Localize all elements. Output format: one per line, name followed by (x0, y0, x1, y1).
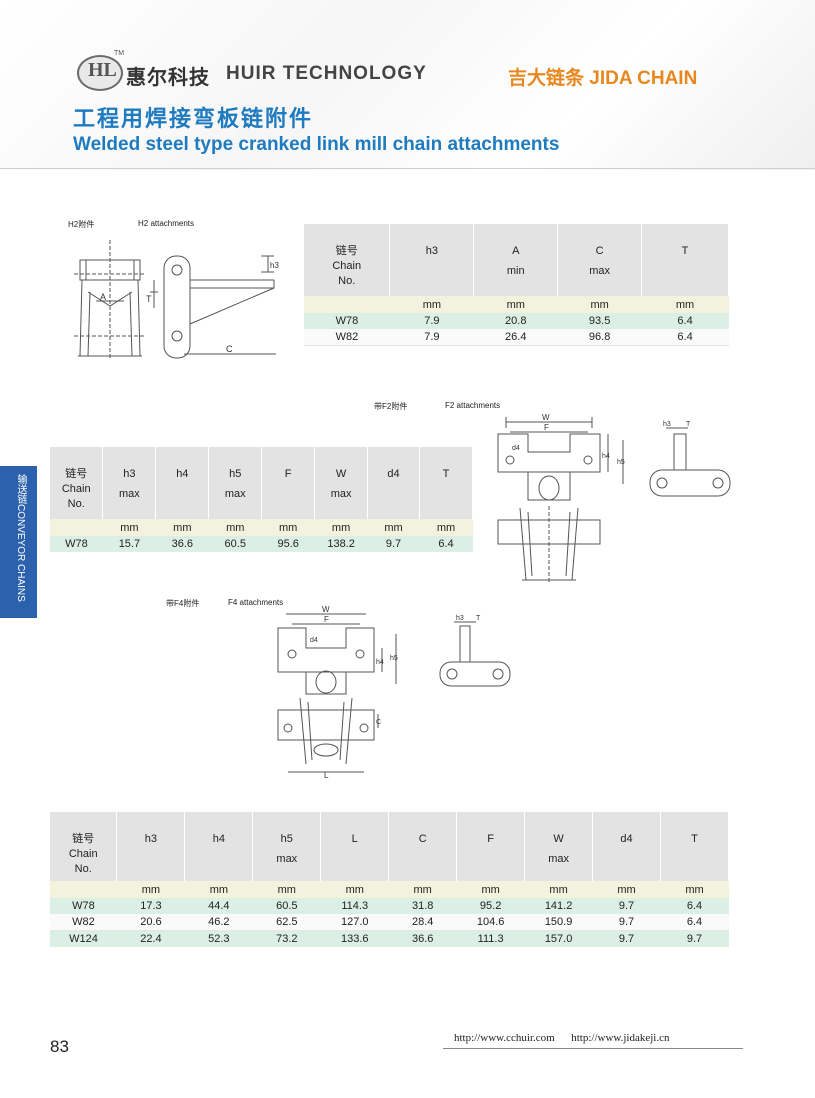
f4-drawing: W F d4 h4 h5 C L h3 T (277, 605, 511, 780)
f2-caption-cn: 带F2附件 (374, 402, 408, 411)
f4-label-d4: d4 (310, 637, 318, 644)
page-title-cn: 工程用焊接弯板链附件 (73, 106, 314, 131)
f4-label-L: L (324, 771, 329, 780)
h2-caption-en: H2 attachments (138, 219, 195, 228)
f2-label-h3: h3 (663, 421, 671, 428)
f4-col-c: C (388, 812, 458, 881)
f2-drawing: W F d4 h4 h5 h3 T (497, 413, 731, 584)
f2-label-d4: d4 (512, 445, 520, 452)
sidebar-label: 输送链CONVEYOR CHAINS (15, 474, 26, 602)
f4-col-l: L (320, 812, 390, 881)
f4-label-W: W (322, 605, 330, 614)
f2-col-f: F (261, 447, 316, 519)
f2-label-h5: h5 (617, 459, 625, 466)
f2-col-h4: h4 (155, 447, 210, 519)
h2-caption-cn: H2附件 (68, 220, 95, 229)
label-C: C (226, 344, 233, 354)
brand-name-en: HUIR TECHNOLOGY (226, 63, 427, 84)
f2-label-F: F (544, 423, 549, 432)
f2-label-T: T (686, 421, 691, 428)
footer-url-1[interactable]: http://www.cchuir.com (454, 1032, 555, 1044)
logo-text: HL (88, 59, 117, 81)
f2-col-d4: d4 (367, 447, 420, 519)
f4-col-f: F (456, 812, 526, 881)
h2-col-h3: h3 (389, 224, 475, 296)
brand-name-cn: 惠尔科技 (126, 67, 210, 89)
h2-drawing: A T C h3 (74, 240, 279, 359)
f4-col-h3: h3 (116, 812, 186, 881)
trademark: TM (114, 50, 125, 57)
f4-caption-en: F4 attachments (228, 598, 284, 607)
header-divider (0, 168, 815, 169)
f4-label-h5: h5 (390, 655, 398, 662)
f4-caption-cn: 带F4附件 (166, 599, 200, 608)
page-title-en: Welded steel type cranked link mill chai… (73, 134, 560, 155)
f2-col-t: T (419, 447, 474, 519)
f4-label-C: C (376, 719, 381, 726)
f2-label-W: W (542, 413, 550, 422)
footer-urls: http://www.cchuir.com http://www.jidakej… (454, 1032, 670, 1044)
f4-label-F: F (324, 615, 329, 624)
f4-label-T: T (476, 615, 481, 622)
f4-col-t: T (660, 812, 729, 881)
h2-col-t: T (641, 224, 729, 296)
f4-col-h4: h4 (184, 812, 254, 881)
footer-rule (443, 1048, 743, 1049)
f4-col-d4: d4 (592, 812, 661, 881)
brand-jida: 吉大链条 JIDA CHAIN (508, 68, 698, 89)
f4-label-h4: h4 (376, 659, 384, 666)
f2-caption-en: F2 attachments (445, 401, 501, 410)
label-T: T (146, 294, 152, 304)
header-banner (0, 0, 815, 170)
label-A: A (100, 292, 106, 302)
footer-url-2[interactable]: http://www.jidakeji.cn (571, 1032, 670, 1044)
f4-label-h3: h3 (456, 615, 464, 622)
sidebar-tab: 输送链CONVEYOR CHAINS (0, 466, 37, 618)
company-logo: HL (77, 55, 123, 91)
f2-label-h4: h4 (602, 453, 610, 460)
page-number: 83 (50, 1037, 69, 1056)
label-h3: h3 (270, 261, 279, 270)
